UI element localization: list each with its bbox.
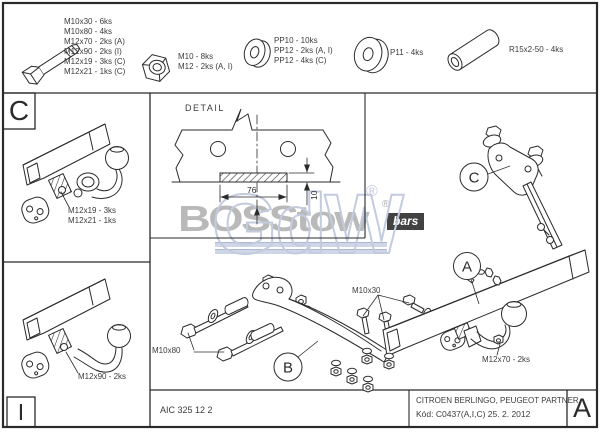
washer-icon — [243, 38, 271, 68]
svg-text:B: B — [283, 360, 293, 377]
vehicle-title: CITROEN BERLINGO, PEUGEOT PARTNER — [416, 396, 579, 405]
m10x30-label: M10x30 — [352, 286, 381, 295]
watermark-tagline: bars — [387, 213, 425, 230]
m12x70-label: M12x70 - 2ks — [482, 355, 531, 364]
detail-title: DETAIL — [185, 103, 225, 113]
detail-width-dimension: 76 — [247, 185, 257, 195]
svg-text:C: C — [469, 170, 480, 187]
spacer-tube-icon — [447, 29, 500, 71]
svg-text:®: ® — [366, 183, 378, 200]
p11-washer-icon — [353, 36, 389, 74]
variant-c-bolt-note: M12x19 - 3ks M12x21 - 1ks — [68, 206, 117, 225]
spacer-tube-label: R15x2-50 - 4ks — [509, 45, 564, 54]
crossbar-a-drawing — [356, 249, 590, 370]
drawing-number: AIC 325 12 2 — [160, 405, 213, 415]
svg-text:A: A — [462, 259, 472, 276]
vertical-bracket-c-drawing — [482, 125, 563, 250]
detail-section-drawing — [171, 108, 341, 225]
bolt-icon — [21, 43, 81, 85]
nut-sizes-list: M10 - 8ks M12 - 2ks (A, I) — [178, 52, 233, 71]
svg-text:GdW: GdW — [212, 177, 405, 271]
revision-letter: A — [572, 393, 591, 423]
p11-washer-label: P11 - 4ks — [390, 48, 424, 57]
m10x80-label: M10x80 — [152, 346, 181, 355]
detail-height-dimension: 10 — [309, 190, 319, 200]
nut-icon — [141, 54, 171, 82]
washer-sizes-list: PP10 - 10ks PP12 - 2ks (A, I) PP12 - 4ks… — [274, 36, 333, 65]
variant-c-cell-letter: C — [8, 95, 30, 126]
balloon-a: A — [453, 252, 481, 305]
watermark-ghost-logo: GdW ® — [211, 176, 408, 272]
bolt-sizes-list: M10x30 - 6ks M10x80 - 4ks M12x70 - 2ks (… — [64, 17, 126, 76]
watermark-underline-bar — [215, 242, 387, 247]
watermark: BOSStow ® bars — [168, 193, 425, 263]
variant-c-towball-drawing — [21, 123, 129, 224]
watermark-brand: BOSStow — [178, 198, 370, 239]
watermark-registered-mark: ® — [382, 199, 390, 210]
side-bracket-b-drawing — [180, 274, 391, 393]
balloon-c: C — [459, 162, 511, 192]
variant-i-towball-drawing — [21, 278, 131, 379]
watermark-underline-bar — [215, 249, 387, 254]
balloon-b: B — [273, 340, 319, 382]
drawing-code-date: Kód: C0437(A,I,C) 25. 2. 2012 — [416, 409, 531, 419]
variant-i-cell-letter: I — [17, 398, 25, 425]
variant-i-bolt-note: M12x90 - 2ks — [78, 372, 127, 381]
